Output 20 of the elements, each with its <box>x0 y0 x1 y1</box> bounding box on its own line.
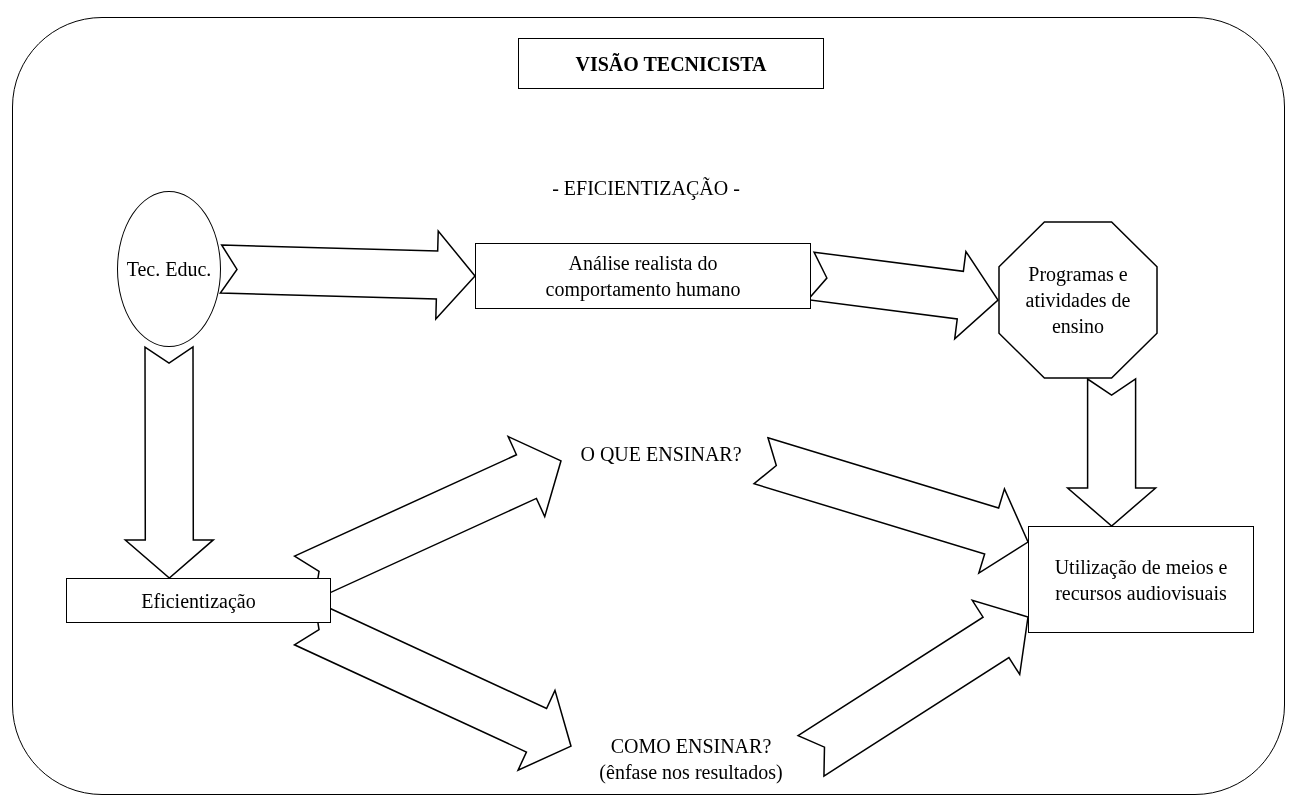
title-box <box>518 38 824 89</box>
block-arrow <box>1065 377 1158 527</box>
subtitle-text: - EFICIENTIZAÇÃO - <box>552 176 740 201</box>
node-text: Análise realista do comportamento humano <box>544 251 742 302</box>
process-box <box>475 243 811 309</box>
process-box <box>66 578 331 623</box>
node-text: Eficientização <box>141 588 256 614</box>
node-text: COMO ENSINAR? <box>610 734 772 759</box>
node-text: (ênfase nos resultados) <box>599 760 783 785</box>
node-text: Programas e atividades de ensino <box>1024 262 1132 339</box>
process-box <box>1028 526 1254 633</box>
block-arrow <box>752 436 1029 575</box>
node-text: VISÃO TECNICISTA <box>575 51 767 77</box>
rounded-frame <box>12 17 1285 795</box>
node-text: O QUE ENSINAR? <box>580 442 742 467</box>
node-text: Utilização de meios e recursos audiovisuais <box>1053 554 1229 606</box>
block-arrow <box>796 599 1029 778</box>
node-text: Tec. Educ. <box>126 257 212 282</box>
block-arrow <box>123 345 216 579</box>
block-arrow <box>218 228 476 321</box>
